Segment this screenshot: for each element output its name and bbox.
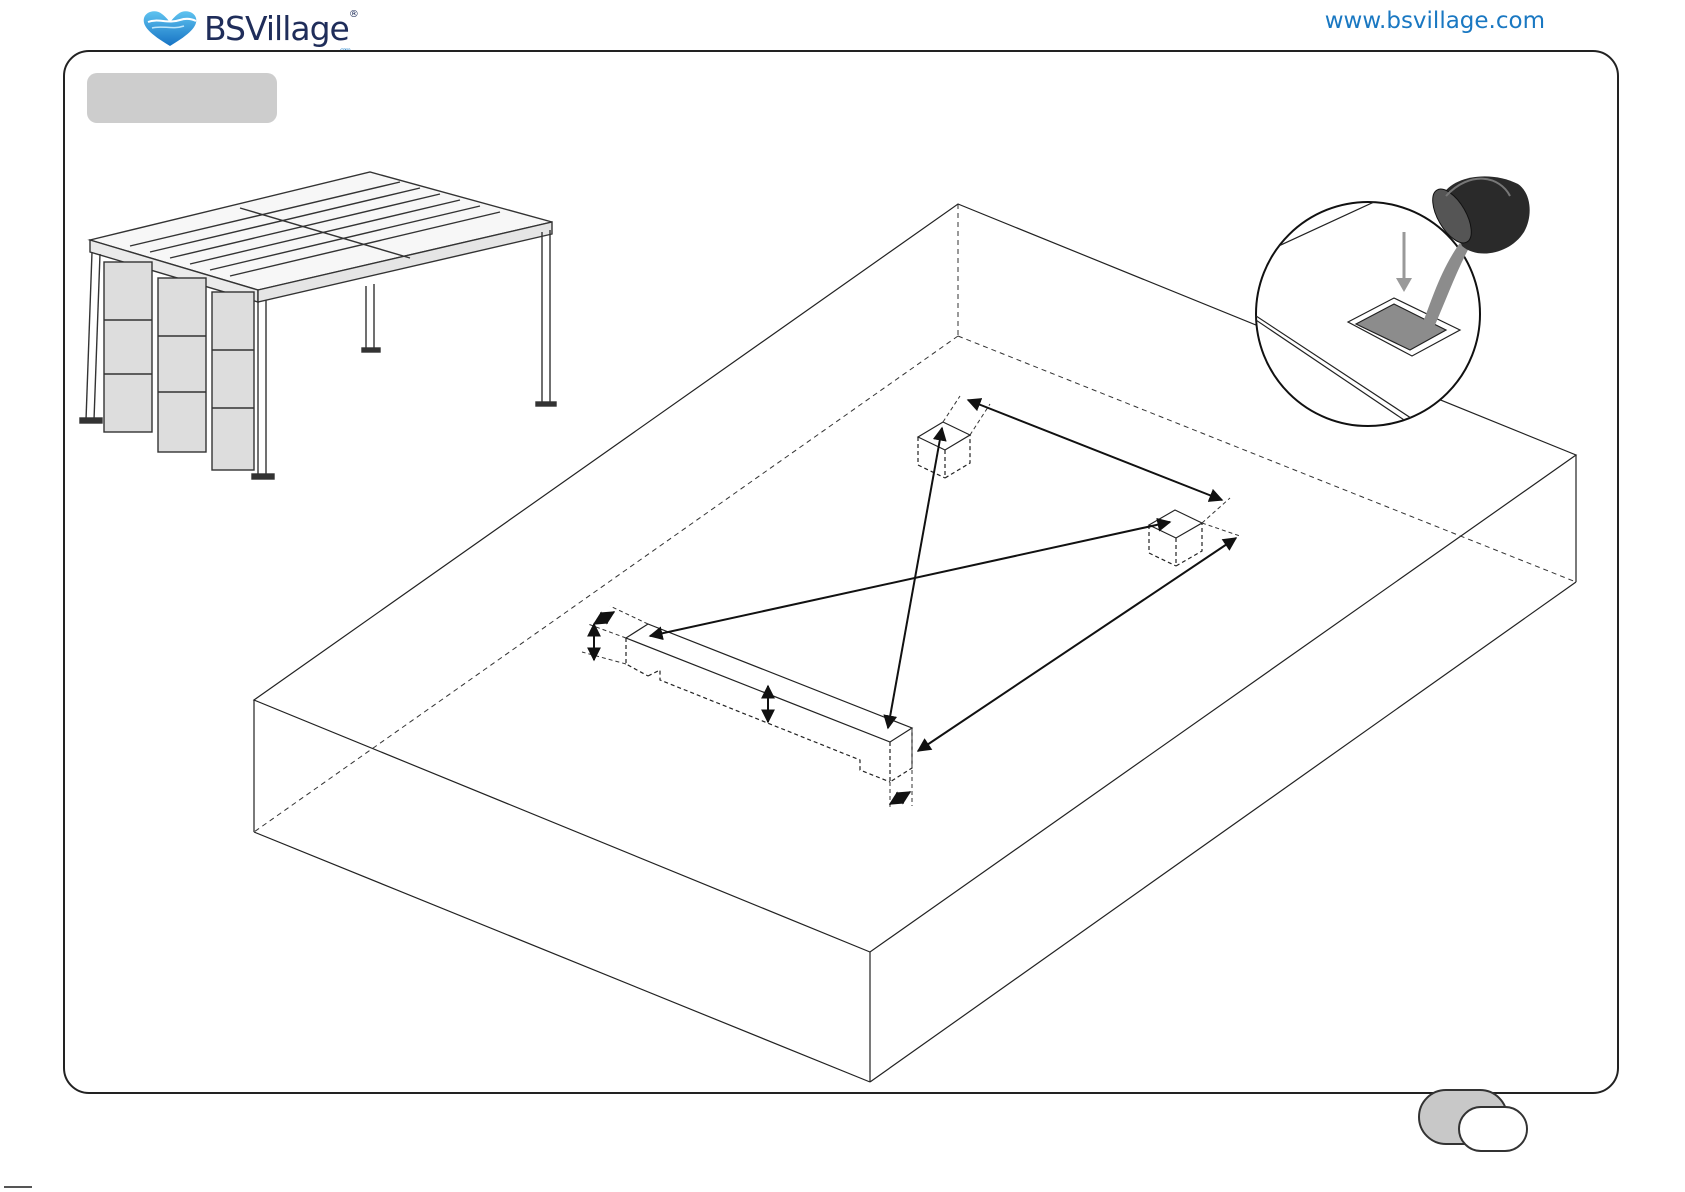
double-arrow-icon bbox=[918, 538, 1236, 751]
foundation-pads bbox=[626, 422, 1202, 782]
dimension-arrows bbox=[594, 400, 1236, 804]
double-arrow-icon bbox=[650, 522, 1170, 636]
double-arrow-icon bbox=[888, 428, 942, 728]
footer-mark bbox=[4, 1186, 32, 1188]
double-arrow-icon bbox=[594, 612, 614, 624]
double-arrow-icon bbox=[968, 400, 1222, 500]
double-arrow-icon bbox=[890, 792, 910, 804]
pergola-sketch bbox=[80, 172, 556, 479]
page-number-tab bbox=[1458, 1106, 1528, 1152]
detail-pouring-concrete bbox=[1250, 176, 1530, 428]
